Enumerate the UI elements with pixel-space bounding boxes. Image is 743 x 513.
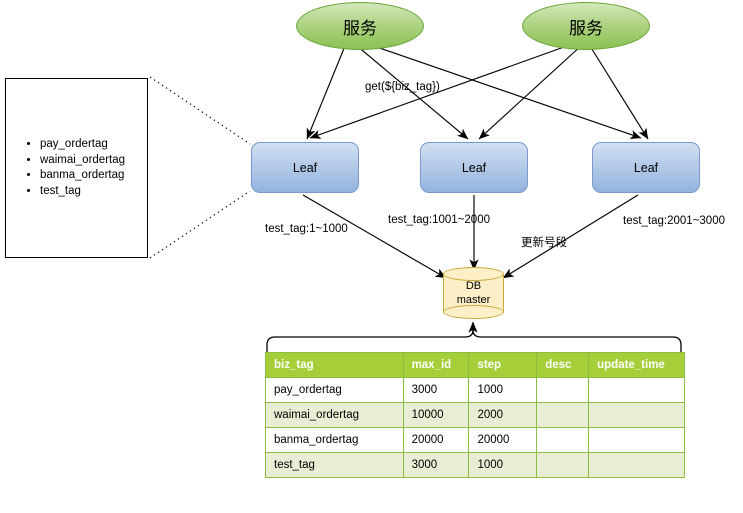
cell-biz-tag: pay_ordertag	[265, 377, 404, 403]
column-header-step[interactable]: step	[468, 352, 538, 378]
leaf-node-1[interactable]: Leaf	[251, 142, 359, 193]
cell-desc	[536, 402, 590, 428]
cell-step: 2000	[468, 402, 538, 428]
table-body: pay_ordertag 3000 1000 waimai_ordertag 1…	[265, 377, 685, 478]
edge-label-range-3: test_tag:2001~3000	[623, 215, 725, 227]
leaf-node-3[interactable]: Leaf	[592, 142, 700, 193]
cell-biz-tag: waimai_ordertag	[265, 402, 404, 428]
service-node-2[interactable]: 服务	[522, 2, 650, 50]
cell-step: 1000	[468, 377, 538, 403]
table-header-row: biz_tag max_id step desc update_time	[265, 352, 685, 378]
cell-biz-tag: banma_ordertag	[265, 427, 404, 453]
table-to-db-brace	[266, 321, 682, 352]
cell-max-id: 3000	[402, 377, 470, 403]
biz-tag-table: biz_tag max_id step desc update_time pay…	[265, 352, 685, 478]
cell-update-time	[588, 452, 685, 478]
column-header-max-id[interactable]: max_id	[402, 352, 470, 378]
database-node[interactable]: DB master	[443, 267, 504, 319]
cell-desc	[536, 452, 590, 478]
service-to-leaf-edges	[306, 41, 649, 140]
column-header-update-time[interactable]: update_time	[588, 352, 685, 378]
list-item: banma_ordertag	[40, 168, 125, 184]
cell-update-time	[588, 402, 685, 428]
cell-desc	[536, 427, 590, 453]
cell-step: 1000	[468, 452, 538, 478]
table-row[interactable]: banma_ordertag 20000 20000	[265, 427, 685, 453]
leaf-to-db-edges	[302, 194, 639, 279]
leaf-node-1-label: Leaf	[292, 160, 318, 175]
cell-update-time	[588, 377, 685, 403]
column-header-desc[interactable]: desc	[536, 352, 590, 378]
cell-max-id: 3000	[402, 452, 470, 478]
cell-max-id: 10000	[402, 402, 470, 428]
table-row[interactable]: test_tag 3000 1000	[265, 452, 685, 478]
list-item: test_tag	[40, 184, 125, 200]
tagbox-callout-lines	[149, 76, 251, 259]
leaf-node-2[interactable]: Leaf	[420, 142, 528, 193]
service-node-1[interactable]: 服务	[296, 2, 424, 50]
database-line-1: DB	[465, 280, 482, 292]
leaf-node-2-label: Leaf	[461, 160, 487, 175]
cell-step: 20000	[468, 427, 538, 453]
edge-label-get-call: get(${biz_tag})	[365, 81, 440, 93]
database-node-label: DB master	[443, 280, 504, 307]
cell-max-id: 20000	[402, 427, 470, 453]
table-row[interactable]: waimai_ordertag 10000 2000	[265, 402, 685, 428]
cylinder-bottom	[443, 305, 504, 319]
database-line-2: master	[456, 293, 491, 306]
list-item: pay_ordertag	[40, 137, 125, 153]
cell-desc	[536, 377, 590, 403]
list-item: waimai_ordertag	[40, 153, 125, 169]
cell-biz-tag: test_tag	[265, 452, 404, 478]
leaf-node-3-label: Leaf	[633, 160, 659, 175]
column-header-biz-tag[interactable]: biz_tag	[265, 352, 404, 378]
cell-update-time	[588, 427, 685, 453]
edge-label-range-2: test_tag:1001~2000	[388, 214, 490, 226]
edge-label-range-1: test_tag:1~1000	[265, 223, 348, 235]
tag-list: pay_ordertag waimai_ordertag banma_order…	[6, 137, 125, 199]
tag-list-box: pay_ordertag waimai_ordertag banma_order…	[5, 78, 148, 258]
service-node-1-label: 服务	[343, 18, 377, 38]
cylinder-top	[443, 267, 504, 281]
table-row[interactable]: pay_ordertag 3000 1000	[265, 377, 685, 403]
table-header: biz_tag max_id step desc update_time	[265, 352, 685, 378]
service-node-2-label: 服务	[569, 18, 603, 38]
edge-label-update-segment: 更新号段	[521, 237, 567, 249]
